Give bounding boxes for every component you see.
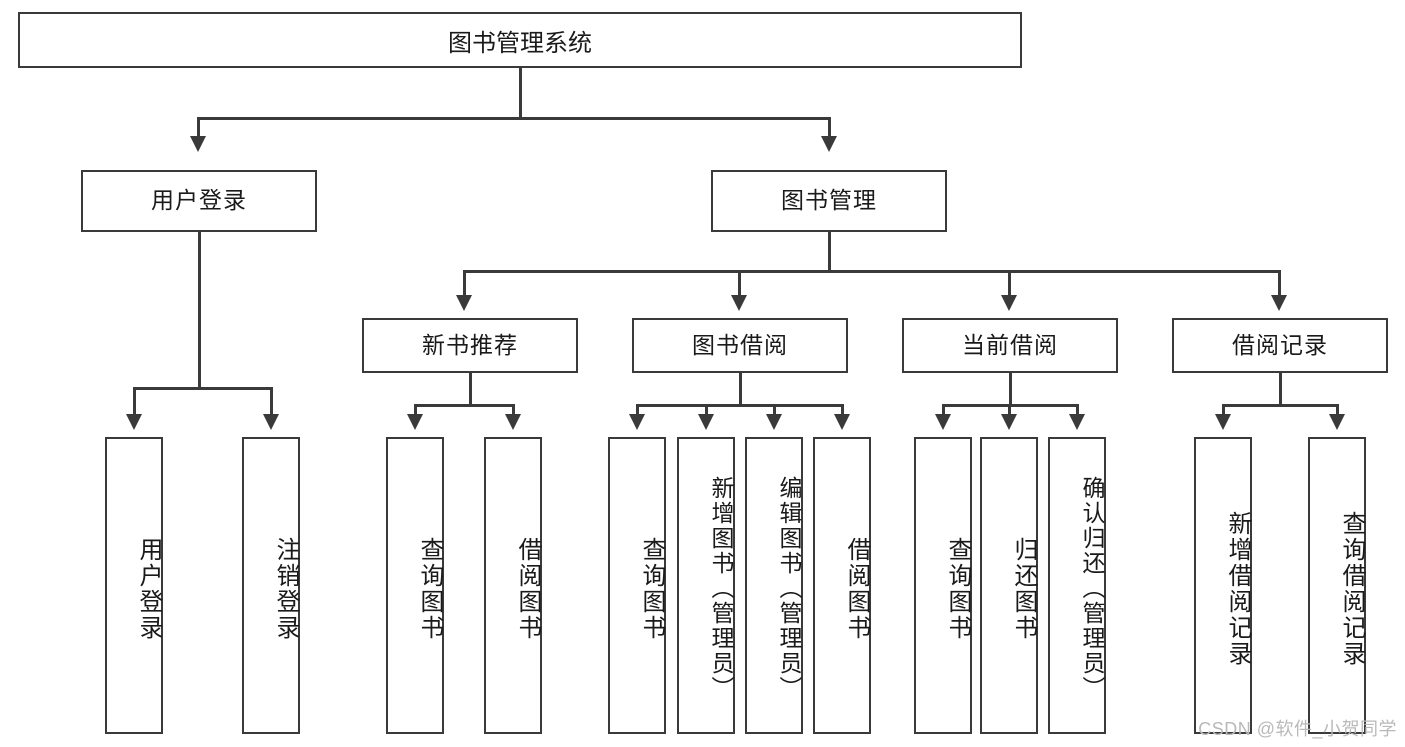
node-user-login[interactable]: 用户登录 [81,170,317,232]
connector-bookmgmt-stem [828,232,831,272]
connector-root-stem [519,68,522,118]
connector-bookborrow-stem [739,373,742,406]
connector-bookborrow-drop-2 [705,404,708,418]
arrowhead-current-borrow [1001,295,1017,311]
connector-borrowrecord-drop-2 [1336,404,1339,418]
arrowhead-leaf-add-record [1215,414,1231,430]
node-label: 用户登录 [151,187,247,214]
leaf-query-book-recommend[interactable]: 查询图书 [386,437,444,734]
leaf-edit-book-admin[interactable]: 编辑图书（管理员） [745,437,803,734]
leaf-borrow-book-recommend[interactable]: 借阅图书 [484,437,542,734]
connector-currentborrow-drop-2 [1008,404,1011,418]
leaf-add-borrow-record[interactable]: 新增借阅记录 [1194,437,1252,734]
arrowhead-leaf-add-book [698,414,714,430]
arrowhead-new-book-recommend [456,295,472,311]
connector-currentborrow-stem [1009,373,1012,406]
node-label: 图书借阅 [692,331,788,358]
node-book-borrow[interactable]: 图书借阅 [632,318,848,373]
connector-root-bus [197,117,831,120]
arrowhead-leaf-edit-book [766,414,782,430]
node-label: 归还图书 [1010,536,1037,641]
arrowhead-leaf-user-login [126,414,142,430]
node-label: 借阅图书 [514,536,541,641]
node-label: 借阅记录 [1232,331,1328,358]
arrowhead-leaf-return-book [1001,414,1017,430]
node-current-borrow[interactable]: 当前借阅 [902,318,1118,373]
node-label: 查询图书 [416,536,443,641]
connector-bookmgmt-drop-4 [1278,270,1281,298]
node-label: 查询图书 [638,536,665,641]
connector-bookborrow-drop-1 [636,404,639,418]
node-label: 注销登录 [272,536,299,641]
connector-newbook-bus [414,404,514,407]
arrowhead-leaf-query-book-3 [935,414,951,430]
node-label: 图书管理 [781,187,877,214]
leaf-query-borrow-record[interactable]: 查询借阅记录 [1308,437,1366,734]
arrowhead-leaf-query-book-2 [629,414,645,430]
connector-newbook-drop-2 [512,404,515,418]
arrowhead-user-login [190,136,206,152]
node-label: 新增借阅记录 [1224,510,1251,667]
arrowhead-leaf-borrow-book-1 [505,414,521,430]
leaf-borrow-book[interactable]: 借阅图书 [813,437,871,734]
node-label: 查询借阅记录 [1338,510,1365,667]
connector-root-to-user-login [197,117,200,139]
connector-bookmgmt-bus [463,270,1280,273]
leaf-user-login[interactable]: 用户登录 [105,437,163,734]
leaf-return-book[interactable]: 归还图书 [980,437,1038,734]
node-book-management[interactable]: 图书管理 [711,170,947,232]
connector-bookmgmt-drop-1 [463,270,466,298]
node-label: 当前借阅 [962,331,1058,358]
node-label: 图书管理系统 [448,29,592,57]
node-label: 借阅图书 [843,536,870,641]
connector-borrowrecord-stem [1279,373,1282,406]
connector-bookborrow-bus [636,404,843,407]
connector-borrowrecord-bus [1222,404,1338,407]
node-label: 确认归还（管理员） [1079,476,1105,701]
leaf-query-book-borrow[interactable]: 查询图书 [608,437,666,734]
connector-bookmgmt-drop-2 [738,270,741,298]
connector-borrowrecord-drop-1 [1222,404,1225,418]
connector-currentborrow-drop-1 [942,404,945,418]
node-label: 新增图书（管理员） [708,476,734,701]
node-borrow-record[interactable]: 借阅记录 [1172,318,1388,373]
connector-userlogin-bus [133,387,272,390]
leaf-add-book-admin[interactable]: 新增图书（管理员） [677,437,735,734]
node-label: 查询图书 [944,536,971,641]
connector-newbook-stem [469,373,472,406]
connector-newbook-drop-1 [414,404,417,418]
node-new-book-recommend[interactable]: 新书推荐 [362,318,578,373]
node-root-system[interactable]: 图书管理系统 [18,12,1022,68]
arrowhead-leaf-confirm-return [1069,414,1085,430]
node-label: 用户登录 [135,536,162,641]
connector-root-to-book-mgmt [828,117,831,139]
arrowhead-borrow-record [1271,295,1287,311]
arrowhead-leaf-query-book-1 [407,414,423,430]
connector-bookborrow-drop-4 [841,404,844,418]
leaf-logout[interactable]: 注销登录 [242,437,300,734]
connector-userlogin-stem [198,232,201,389]
leaf-confirm-return-admin[interactable]: 确认归还（管理员） [1048,437,1106,734]
arrowhead-leaf-borrow-book-2 [834,414,850,430]
node-label: 编辑图书（管理员） [776,476,802,701]
arrowhead-leaf-query-record [1329,414,1345,430]
connector-userlogin-drop-1 [133,387,136,417]
arrowhead-book-borrow [731,295,747,311]
connector-userlogin-drop-2 [270,387,273,417]
connector-bookmgmt-drop-3 [1008,270,1011,298]
arrowhead-leaf-logout [263,414,279,430]
connector-currentborrow-drop-3 [1076,404,1079,418]
node-label: 新书推荐 [422,331,518,358]
leaf-query-book-current[interactable]: 查询图书 [914,437,972,734]
arrowhead-book-mgmt [821,136,837,152]
connector-bookborrow-drop-3 [773,404,776,418]
